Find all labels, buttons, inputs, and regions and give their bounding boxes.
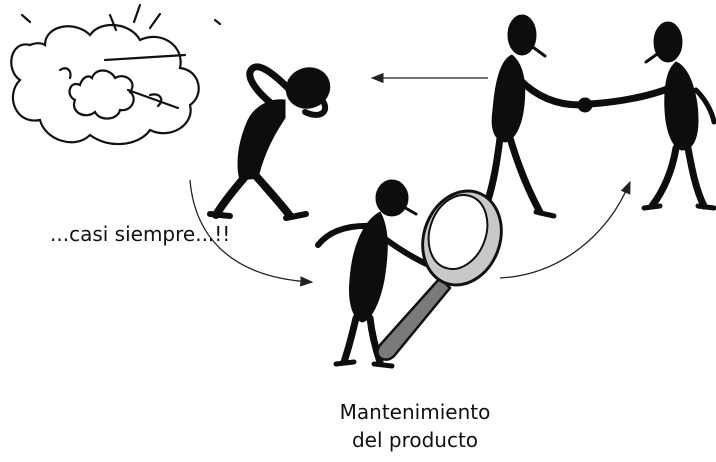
magnifying-glass-icon: [376, 189, 503, 361]
maintenance-caption: Mantenimiento del producto: [300, 398, 530, 454]
confused-figure-icon: [207, 63, 331, 221]
inspector-figure-icon: [315, 179, 443, 369]
handshake-figures-icon: [473, 14, 716, 219]
maintenance-caption-line2: del producto: [351, 428, 479, 452]
explosion-cloud-icon: [10, 3, 222, 146]
arrow-to-maintenance: [189, 179, 314, 287]
maintenance-caption-line1: Mantenimiento: [339, 400, 491, 424]
arrow-to-handshake: [499, 180, 631, 279]
exclamation-caption: ...casi siempre...!!: [50, 222, 231, 246]
